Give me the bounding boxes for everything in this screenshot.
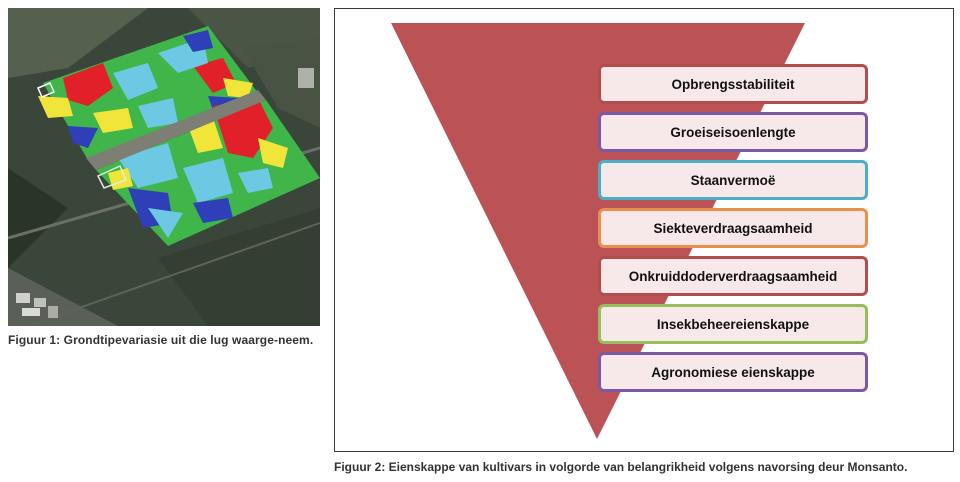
trait-box: Opbrengsstabiliteit bbox=[598, 64, 868, 104]
trait-box: Insekbeheereienskappe bbox=[598, 304, 868, 344]
trait-box: Siekteverdraagsaamheid bbox=[598, 208, 868, 248]
trait-box: Agronomiese eienskappe bbox=[598, 352, 868, 392]
aerial-soil-map-image bbox=[8, 8, 320, 326]
trait-box: Groeiseisoenlengte bbox=[598, 112, 868, 152]
figure1-caption: Figuur 1: Grondtipevariasie uit die lug … bbox=[8, 333, 314, 347]
trait-box: Staanvermoë bbox=[598, 160, 868, 200]
aerial-photo bbox=[8, 8, 320, 326]
figure2-caption: Figuur 2: Eienskappe van kultivars in vo… bbox=[334, 460, 908, 474]
trait-box: Onkruiddoderverdraagsaamheid bbox=[598, 256, 868, 296]
